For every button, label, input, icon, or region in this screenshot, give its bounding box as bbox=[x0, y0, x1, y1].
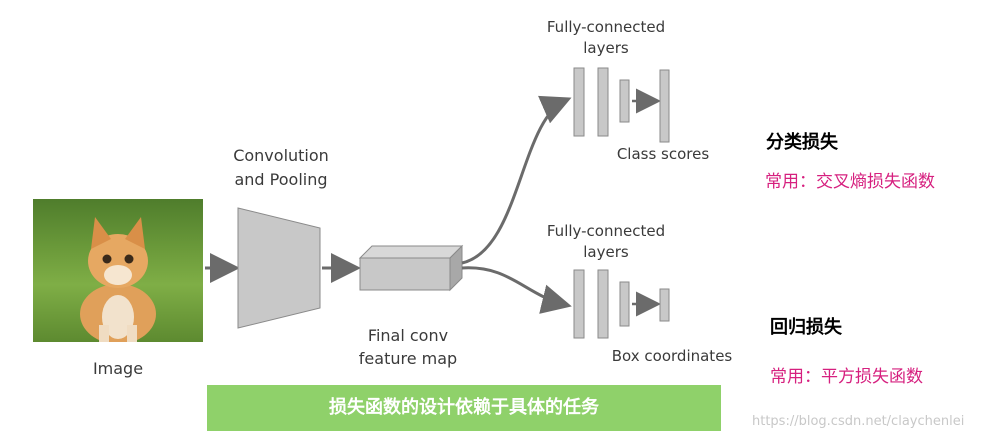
regression-loss-desc: 常用：平方损失函数 bbox=[770, 367, 923, 387]
fc-top-label-line2: layers bbox=[583, 39, 629, 57]
fc-top-label-line1: Fully-connected bbox=[546, 18, 666, 36]
watermark: https://blog.csdn.net/claychenlei bbox=[752, 414, 965, 429]
conv-block bbox=[237, 207, 321, 329]
arrow-to-bottom-branch bbox=[461, 266, 572, 314]
kitten-image bbox=[33, 199, 203, 342]
conv-label-line2: and Pooling bbox=[234, 170, 328, 189]
box-coordinates-label: Box coordinates bbox=[611, 347, 733, 365]
classification-loss-title: 分类损失 bbox=[766, 132, 838, 153]
fc-bottom-label-line1: Fully-connected bbox=[546, 222, 666, 240]
summary-banner-text: 损失函数的设计依赖于具体的任务 bbox=[329, 397, 599, 418]
conv-label-line1: Convolution bbox=[233, 146, 329, 165]
featuremap-label-line1: Final conv bbox=[367, 326, 449, 345]
arrow-to-top-branch bbox=[461, 95, 572, 265]
regression-loss-title: 回归损失 bbox=[770, 317, 842, 338]
fc-layers-bottom bbox=[573, 269, 670, 339]
class-scores-label: Class scores bbox=[616, 145, 710, 163]
image-label: Image bbox=[92, 359, 144, 378]
classification-loss-desc: 常用：交叉熵损失函数 bbox=[765, 172, 935, 192]
fc-bottom-label-line2: layers bbox=[583, 243, 629, 261]
fc-layers-top bbox=[573, 67, 670, 143]
summary-banner: 损失函数的设计依赖于具体的任务 bbox=[207, 385, 721, 431]
featuremap-label-line2: feature map bbox=[358, 349, 458, 368]
feature-map-block bbox=[358, 244, 464, 292]
